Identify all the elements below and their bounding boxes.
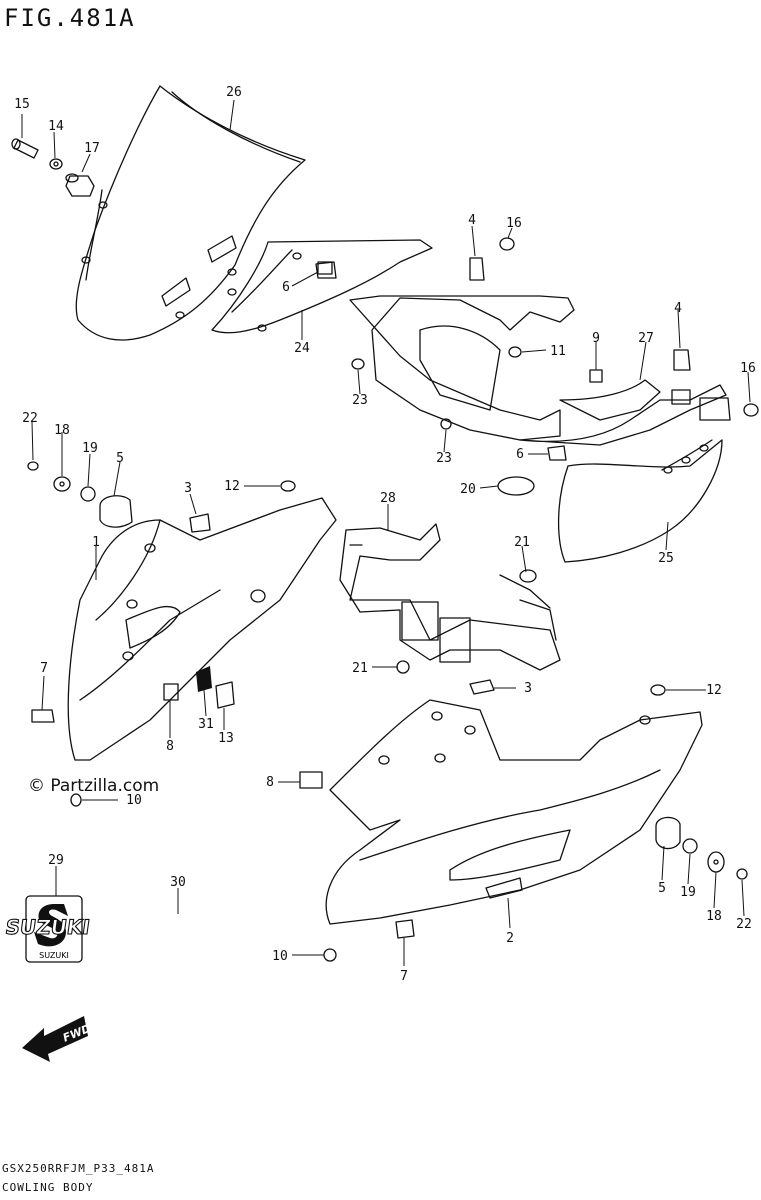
callout-1: 1 [92,535,100,550]
callout-24: 24 [294,341,310,356]
emblem-text: SUZUKI [39,951,69,960]
callout-16b: 16 [740,361,756,376]
callout-22b: 22 [736,917,752,932]
callout-3a: 3 [184,481,192,496]
footer-code: GSX250RRFJM_P33_481A [2,1162,155,1175]
cowling-stay [339,523,561,671]
callout-6a: 6 [282,280,290,295]
callout-6b: 6 [516,447,524,462]
watermark: © Partzilla.com [28,776,160,796]
callout-10b: 10 [272,949,288,964]
callout-4b: 4 [674,301,682,316]
callout-14: 14 [48,119,64,134]
callout-9: 9 [592,331,600,346]
callout-4a: 4 [468,213,476,228]
side-cowl-left [67,497,337,761]
windscreen [75,85,306,341]
emblem-29: SUZUKI [25,895,83,963]
callout-21a: 21 [514,535,530,550]
callout-11: 11 [550,344,566,359]
footer-name: COWLING BODY [2,1181,94,1194]
side-cowl-right [325,699,703,925]
callout-26: 26 [226,85,242,100]
callout-15: 15 [14,97,30,112]
callout-21b: 21 [352,661,368,676]
callout-23b: 23 [436,451,452,466]
callout-labels: 26 15 14 17 4 16 6 24 11 9 27 4 16 23 23… [14,85,756,984]
under-cowl [557,439,723,563]
callout-8b: 8 [266,775,274,790]
callout-18a: 18 [54,423,70,438]
callout-28: 28 [380,491,396,506]
callout-19b: 19 [680,885,696,900]
callout-17: 17 [84,141,100,156]
callout-5a: 5 [116,451,124,466]
callout-8a: 8 [166,739,174,754]
inner-cover [211,239,433,334]
callout-29: 29 [48,853,64,868]
callout-16a: 16 [506,216,522,231]
callout-3b: 3 [524,681,532,696]
callout-13: 13 [218,731,234,746]
callout-12b: 12 [706,683,722,698]
callout-22a: 22 [22,411,38,426]
leader-lines [21,99,751,966]
callout-5b: 5 [658,881,666,896]
hardware [11,138,759,962]
meter-bracket [349,295,731,446]
callout-25: 25 [658,551,674,566]
fwd-arrow: FWD [22,1016,93,1062]
callout-31: 31 [198,717,214,732]
callout-27: 27 [638,331,654,346]
callout-12a: 12 [224,479,240,494]
callout-18b: 18 [706,909,722,924]
callout-7a: 7 [40,661,48,676]
callout-19a: 19 [82,441,98,456]
callout-10a: 10 [126,793,142,808]
logo-decal: SUZUKI [4,915,92,939]
callout-2: 2 [506,931,514,946]
callout-23a: 23 [352,393,368,408]
callout-7b: 7 [400,969,408,984]
callout-20: 20 [460,482,476,497]
callout-30: 30 [170,875,186,890]
figure-title: FIG.481A [4,4,136,32]
